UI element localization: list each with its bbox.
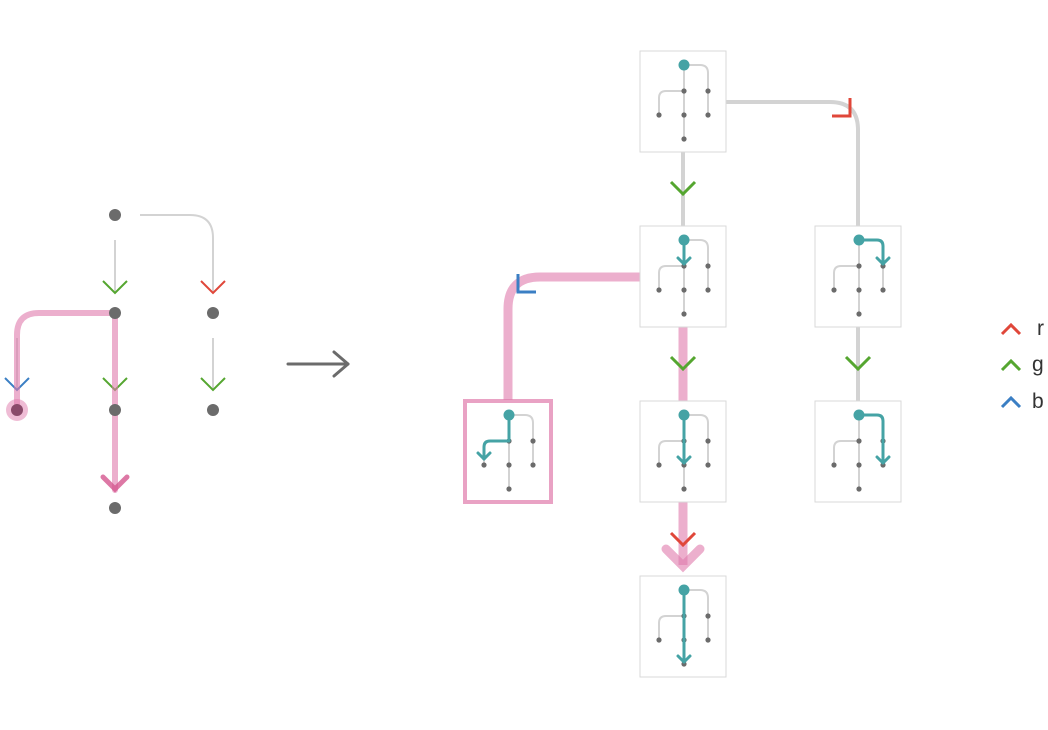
legend-r-icon [1000,322,1022,336]
legend-g-icon [1000,358,1022,372]
snapshot-ggr [639,575,727,678]
legend-g-label: g [1032,353,1044,376]
legend-b-icon [1000,395,1022,409]
label-r-mark-corner [832,98,852,118]
label-g-mark-2 [669,355,697,372]
highlight-g-to-gb [503,272,640,400]
label-rg-chevron [200,377,226,392]
node-gb [11,404,23,416]
legend-b-label: b [1032,390,1044,413]
highlight-arrowhead-right [661,544,705,573]
node-ggx [109,502,121,514]
label-g-mark-3 [844,355,872,372]
node-root [109,209,121,221]
node-r [207,307,219,319]
snapshot-gg [639,400,727,503]
legend-item-r: r [1000,317,1044,340]
label-b-mark-corner [516,274,536,294]
snapshot-g [639,225,727,328]
connector-root-to-r [726,100,860,226]
legend: r g b [1000,317,1044,413]
node-rg [207,404,219,416]
label-g-mark-1 [669,180,697,197]
snapshot-gb [463,399,553,504]
right-search-tree [463,50,902,678]
snapshot-rg [814,400,902,503]
label-r-chevron [200,280,226,295]
node-g [109,307,121,319]
label-g-chevron [102,280,128,295]
label-r-mark-2 [669,531,697,548]
legend-r-label: r [1037,317,1044,340]
snapshot-r [814,225,902,328]
edge-root-to-r [140,214,214,292]
transform-arrow [286,350,350,378]
left-tree [4,209,226,514]
highlight-path-left [14,310,118,493]
snapshot-root [639,50,727,153]
legend-item-b: b [1000,390,1044,413]
highlight-arrowhead-left [100,474,130,493]
node-gg [109,404,121,416]
legend-item-g: g [1000,353,1044,376]
